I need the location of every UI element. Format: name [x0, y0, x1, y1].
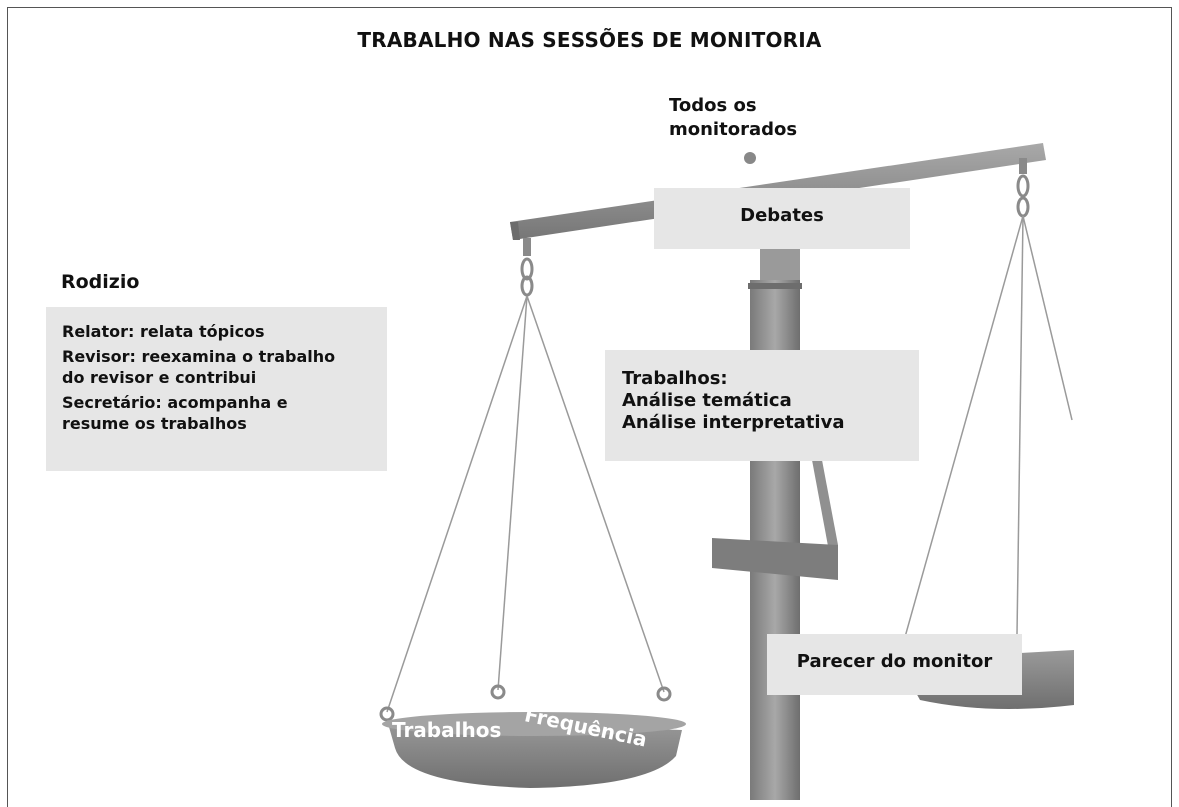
left-pan	[382, 712, 686, 788]
diagram-frame	[7, 7, 1172, 807]
parecer-box: Parecer do monitor	[767, 634, 1022, 695]
debates-label: Debates	[740, 205, 824, 226]
rodizio-item-relator: Relator: relata tópicos	[62, 322, 265, 341]
right-pan-strings	[897, 215, 1073, 663]
parecer-label: Parecer do monitor	[796, 651, 993, 672]
trabalhos-analise-box: Trabalhos: Análise temática Análise inte…	[605, 350, 919, 461]
right-hanger	[1016, 158, 1030, 218]
debates-box: Debates	[654, 188, 910, 249]
rodizio-heading: Rodizio	[61, 271, 140, 293]
left-pan-strings	[386, 295, 665, 713]
scale-crossbar	[712, 538, 838, 580]
analise-tematica: Análise temática	[622, 390, 792, 411]
pan-label-trabalhos: Trabalhos	[392, 718, 502, 742]
scale-pillar	[748, 247, 802, 800]
todos-monitorados-label: Todos os monitorados	[669, 95, 798, 140]
rodizio-box: Relator: relata tópicos Revisor: reexami…	[46, 307, 387, 471]
trabalhos-heading: Trabalhos:	[622, 368, 728, 389]
scale-pointer	[812, 460, 838, 546]
analise-interpretativa: Análise interpretativa	[622, 412, 845, 433]
left-hanger	[520, 238, 534, 297]
diagram-title: TRABALHO NAS SESSÕES DE MONITORIA	[357, 28, 822, 52]
